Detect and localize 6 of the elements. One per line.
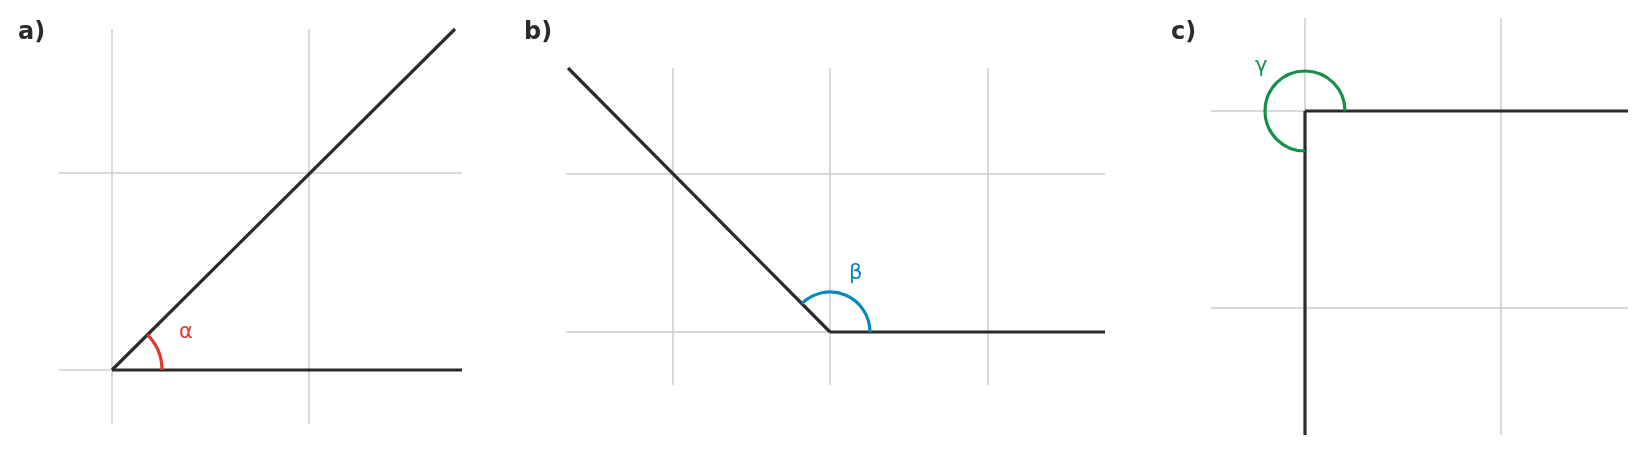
angle-label: β [849, 262, 863, 283]
panel-label: c) [1171, 19, 1197, 43]
angle-label: γ [1255, 55, 1268, 76]
panel-label: b) [524, 19, 553, 43]
panel-label: a) [18, 19, 46, 43]
angle-label: α [179, 321, 193, 342]
